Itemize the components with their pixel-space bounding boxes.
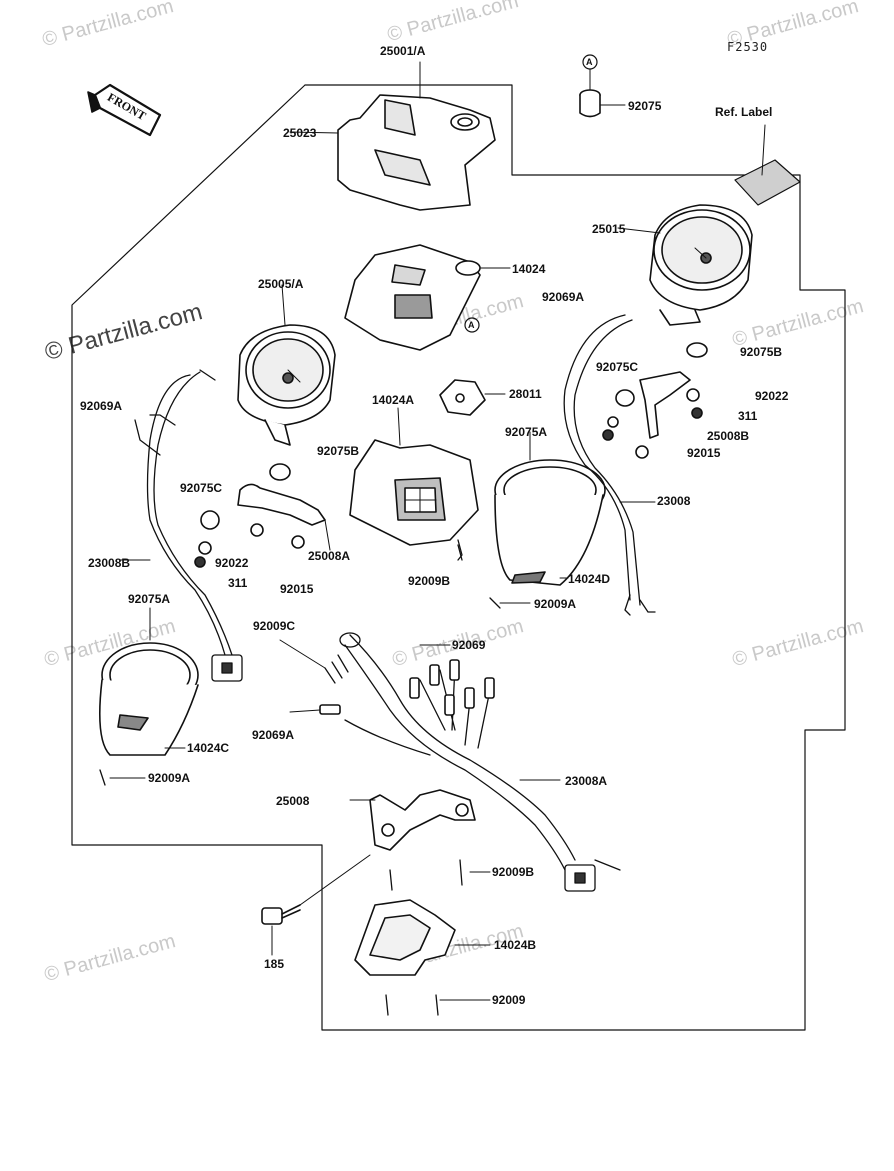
part-label: 185 (264, 957, 285, 971)
lower-housing-14024 (344, 244, 511, 351)
screws-92009C (279, 639, 349, 684)
screw-92009A-left (99, 769, 146, 786)
part-label: 25008A (308, 549, 351, 563)
part-label: 311 (228, 576, 248, 590)
part-label: 92069 (452, 638, 486, 652)
part-label: 92022 (755, 389, 789, 403)
screws-92009B-lower (389, 859, 491, 891)
tachometer-25005A (237, 284, 336, 446)
part-label: 28011 (509, 387, 542, 401)
part-label: 92022 (215, 556, 249, 570)
lamp-holder-28011 (439, 379, 506, 416)
bottom-cover-14024B (354, 899, 491, 976)
grommet-92075 (579, 54, 626, 118)
upper-cover-25023 (289, 61, 496, 211)
part-label: 92075 (628, 99, 662, 113)
part-label: 92009C (253, 619, 296, 633)
screw-92009A-center (489, 597, 531, 609)
part-label: 92075C (596, 360, 639, 374)
screw-92009B-center (457, 544, 463, 561)
part-label: 92009 (492, 993, 526, 1007)
part-label: 92009A (534, 597, 577, 611)
meter-bracket-25008 (349, 789, 476, 851)
screws-92009-bottom (385, 994, 491, 1016)
part-label: 25008B (707, 429, 750, 443)
bracket-25008A (194, 463, 331, 568)
part-label: 23008 (657, 494, 691, 508)
part-label: 25015 (592, 222, 626, 236)
part-label: 92075A (505, 425, 548, 439)
part-label: 92075B (740, 345, 783, 359)
part-label: 92075A (128, 592, 171, 606)
center-housing-14024A (349, 407, 479, 561)
gauge-cup-14024C (98, 607, 199, 756)
part-label: 14024A (372, 393, 415, 407)
part-label: 14024C (187, 741, 230, 755)
assembly-boundary-line (71, 84, 846, 1031)
figure-code: F2530 (727, 40, 769, 54)
part-label: 14024D (568, 572, 611, 586)
part-label: 23008A (565, 774, 608, 788)
part-label: 92009B (408, 574, 451, 588)
part-label: 23008B (88, 556, 131, 570)
part-label: 25001/A (380, 44, 426, 58)
callout-a: A (586, 57, 593, 67)
part-label: 92015 (280, 582, 314, 596)
gauge-cup-14024D (494, 431, 606, 586)
part-label: 92015 (687, 446, 721, 460)
part-label: 92075B (317, 444, 360, 458)
part-label: 25008 (276, 794, 310, 808)
part-label: 92075C (180, 481, 223, 495)
bracket-25008B (602, 342, 708, 459)
part-label: 25023 (283, 126, 317, 140)
wiring-harness-23008B (119, 369, 243, 682)
bulb-92069A-lower (289, 704, 341, 715)
part-label: 14024B (494, 938, 537, 952)
part-label: 14024 (512, 262, 546, 276)
ref-label-text: Ref. Label (715, 105, 773, 119)
part-label: 92009B (492, 865, 535, 879)
part-label: 311 (738, 409, 758, 423)
callout-a: A (468, 320, 475, 330)
part-label: 92009A (148, 771, 191, 785)
ref-label-plate (734, 159, 801, 206)
wiring-harness-23008 (563, 314, 656, 616)
part-label: 25005/A (258, 277, 304, 291)
part-label: 92069A (542, 290, 585, 304)
bulb-sockets-92069 (409, 644, 495, 716)
bolt-185 (261, 854, 371, 956)
speedometer-25015 (617, 204, 753, 326)
front-arrow-icon (87, 83, 162, 137)
part-label: 92069A (80, 399, 123, 413)
main-harness-23008A (339, 632, 621, 892)
part-label: 92069A (252, 728, 295, 742)
